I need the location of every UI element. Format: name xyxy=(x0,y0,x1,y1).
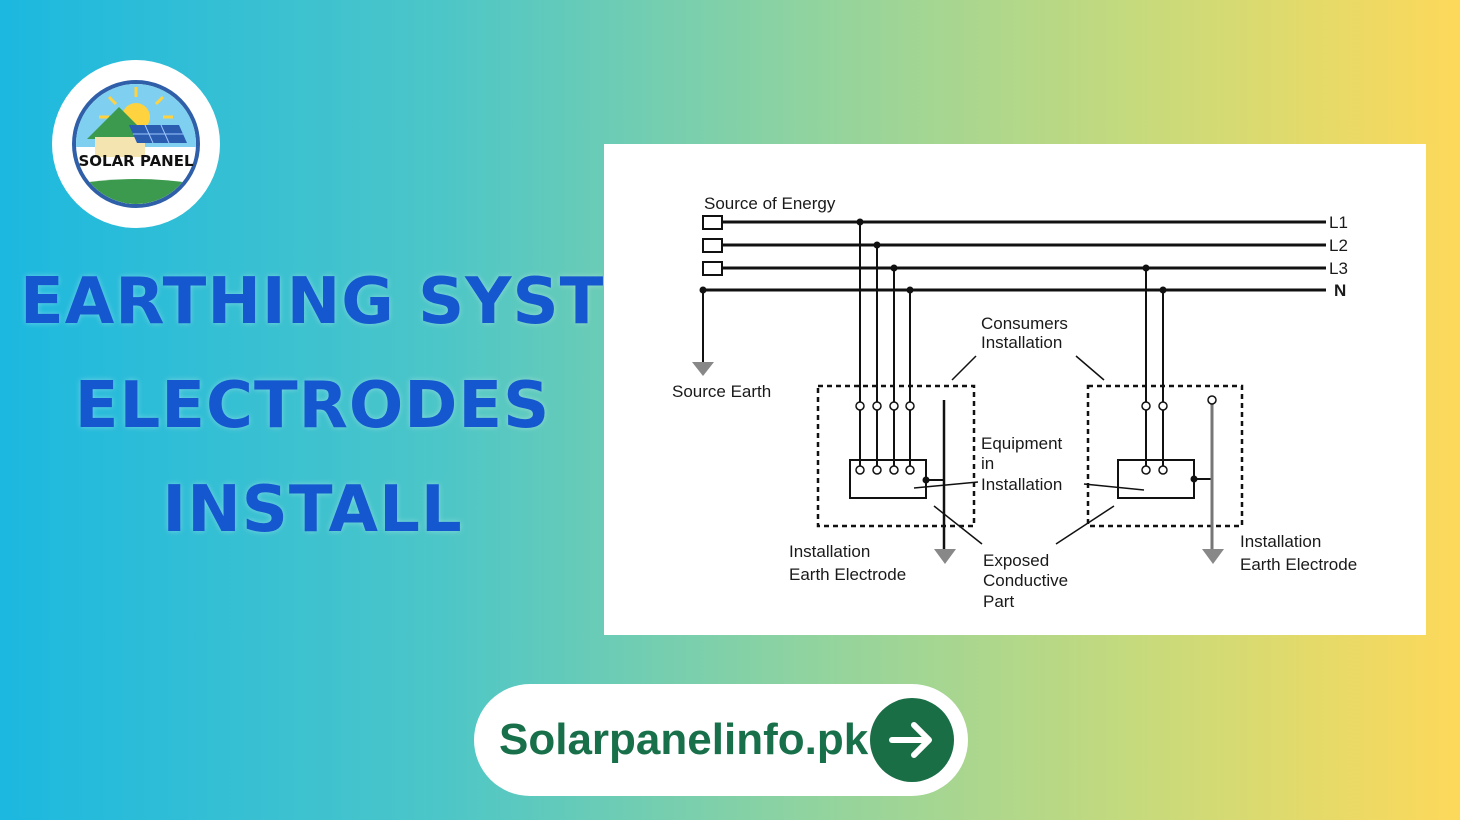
title-line-1: EARTHING SYSTEM xyxy=(20,265,714,339)
page-title: EARTHING SYSTEM ELECTRODES INSTALL xyxy=(20,250,714,562)
right-equipment-box xyxy=(1117,459,1195,499)
logo: SOLAR PANEL xyxy=(52,60,220,228)
left-earth-arrow xyxy=(934,549,956,564)
label-l3: L3 xyxy=(1329,259,1348,278)
label-installation-2: Installation xyxy=(981,475,1062,494)
diagram-svg: Source of Energy L1 L2 L3 N Source Earth… xyxy=(672,194,1357,611)
label-l1: L1 xyxy=(1329,213,1348,232)
right-installation-box xyxy=(1086,384,1244,528)
label-equipment: Equipment xyxy=(981,434,1063,453)
right-earth-arrow xyxy=(1202,549,1224,564)
title-line-3: INSTALL xyxy=(162,473,463,547)
source-box-3 xyxy=(702,261,723,276)
label-right-electrode-1: Installation xyxy=(1240,532,1321,551)
label-left-electrode-1: Installation xyxy=(789,542,870,561)
logo-text: SOLAR PANEL xyxy=(78,152,194,170)
source-box-1 xyxy=(702,215,723,230)
label-l2: L2 xyxy=(1329,236,1348,255)
label-source-earth: Source Earth xyxy=(672,382,771,401)
source-earth-arrow xyxy=(692,362,714,376)
label-consumers: Consumers xyxy=(981,314,1068,333)
website-label: Solarpanelinfo.pk xyxy=(499,715,869,764)
title-line-2: ELECTRODES xyxy=(74,369,551,443)
left-installation-box xyxy=(816,384,976,528)
label-conductive: Conductive xyxy=(983,571,1068,590)
earthing-diagram: Source of Energy L1 L2 L3 N Source Earth… xyxy=(604,144,1426,635)
arrow-right-icon xyxy=(889,722,932,758)
label-installation: Installation xyxy=(981,333,1062,352)
label-right-electrode-2: Earth Electrode xyxy=(1240,555,1357,574)
source-box-2 xyxy=(702,238,723,253)
label-n: N xyxy=(1334,281,1346,300)
label-source-of-energy: Source of Energy xyxy=(704,194,836,213)
label-exposed: Exposed xyxy=(983,551,1049,570)
label-part: Part xyxy=(983,592,1014,611)
solar-panel-logo-icon: SOLAR PANEL xyxy=(72,80,200,208)
go-button[interactable] xyxy=(870,698,954,782)
label-in: in xyxy=(981,454,994,473)
label-left-electrode-2: Earth Electrode xyxy=(789,565,906,584)
website-link[interactable]: Solarpanelinfo.pk xyxy=(474,684,968,796)
